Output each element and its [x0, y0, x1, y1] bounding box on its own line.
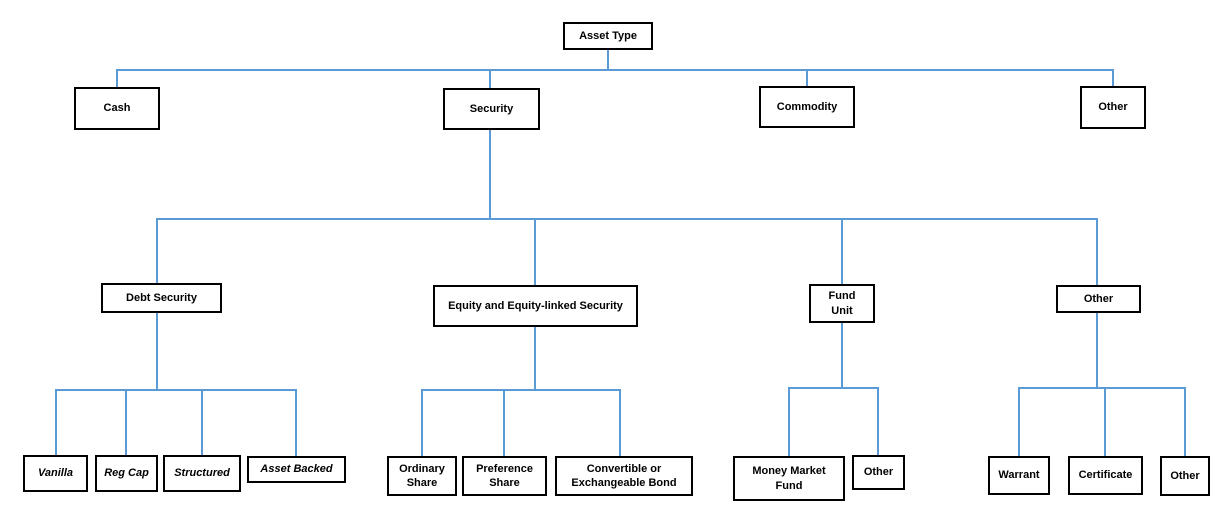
node-label: Money Market Fund [752, 465, 826, 492]
node-money-market-fund: Money Market Fund [733, 456, 845, 501]
node-structured: Structured [163, 455, 241, 492]
node-label: Cash [103, 102, 131, 115]
connector-line-vertical [1096, 312, 1098, 389]
connector-line-horizontal [55, 389, 297, 391]
connector-line-vertical [534, 326, 536, 391]
connector-line-vertical [1018, 387, 1020, 457]
connector-line-vertical [489, 69, 491, 89]
node-label: Certificate [1078, 469, 1133, 482]
node-label: Warrant [998, 469, 1040, 482]
node-warrant: Warrant [988, 456, 1050, 495]
node-label: Asset Type [579, 29, 637, 42]
node-label: Other [863, 466, 894, 479]
node-label: Fund Unit [828, 290, 856, 317]
node-label: Equity and Equity-linked Security [448, 299, 623, 312]
node-label: Asset Backed [260, 463, 333, 476]
connector-line-vertical [607, 49, 609, 71]
connector-line-horizontal [1018, 387, 1186, 389]
node-label: Other [1098, 101, 1128, 114]
connector-line-horizontal [116, 69, 1114, 71]
node-label: Convertible or Exchangeable Bond [571, 462, 677, 489]
connector-line-vertical [1184, 387, 1186, 457]
connector-line-vertical [295, 389, 297, 457]
node-other-bottom: Other [1160, 456, 1210, 496]
connector-line-vertical [55, 389, 57, 456]
connector-line-vertical [841, 322, 843, 389]
connector-line-vertical [877, 387, 879, 456]
node-label: Ordinary Share [399, 462, 445, 489]
node-other-top: Other [1080, 86, 1146, 129]
node-debt-security: Debt Security [101, 283, 222, 313]
connector-line-vertical [489, 129, 491, 220]
node-convertible-bond: Convertible or Exchangeable Bond [555, 456, 693, 496]
node-label: Preference Share [476, 462, 533, 489]
node-other-security: Other [1056, 285, 1141, 313]
node-fund-unit: Fund Unit [809, 284, 875, 323]
node-reg-cap: Reg Cap [95, 455, 158, 492]
node-security: Security [443, 88, 540, 130]
node-asset-backed: Asset Backed [247, 456, 346, 483]
connector-line-vertical [806, 69, 808, 87]
node-vanilla: Vanilla [23, 455, 88, 492]
node-label: Other [1170, 469, 1200, 482]
connector-line-vertical [201, 389, 203, 456]
connector-line-vertical [125, 389, 127, 456]
node-asset-type: Asset Type [563, 22, 653, 50]
connector-line-vertical [788, 387, 790, 457]
connector-line-horizontal [156, 218, 1098, 220]
connector-line-vertical [156, 218, 158, 284]
connector-line-vertical [116, 69, 118, 88]
node-other-fund: Other [852, 455, 905, 490]
node-commodity: Commodity [759, 86, 855, 128]
node-label: Security [469, 102, 514, 115]
node-label: Debt Security [126, 291, 197, 304]
node-label: Structured [174, 467, 230, 480]
node-preference-share: Preference Share [462, 456, 547, 496]
node-cash: Cash [74, 87, 160, 130]
connector-line-vertical [421, 389, 423, 457]
node-equity-security: Equity and Equity-linked Security [433, 285, 638, 327]
node-label: Reg Cap [104, 467, 149, 480]
node-certificate: Certificate [1068, 456, 1143, 495]
connector-line-vertical [503, 389, 505, 457]
connector-line-vertical [1112, 69, 1114, 87]
node-label: Other [1083, 292, 1114, 305]
node-ordinary-share: Ordinary Share [387, 456, 457, 496]
node-label: Commodity [776, 100, 838, 113]
connector-line-horizontal [421, 389, 621, 391]
node-label: Vanilla [37, 467, 74, 480]
connector-line-vertical [619, 389, 621, 457]
connector-line-vertical [1104, 387, 1106, 457]
connector-line-vertical [156, 312, 158, 391]
connector-line-horizontal [788, 387, 879, 389]
connector-line-vertical [534, 218, 536, 286]
connector-line-vertical [1096, 218, 1098, 286]
connector-line-vertical [841, 218, 843, 285]
